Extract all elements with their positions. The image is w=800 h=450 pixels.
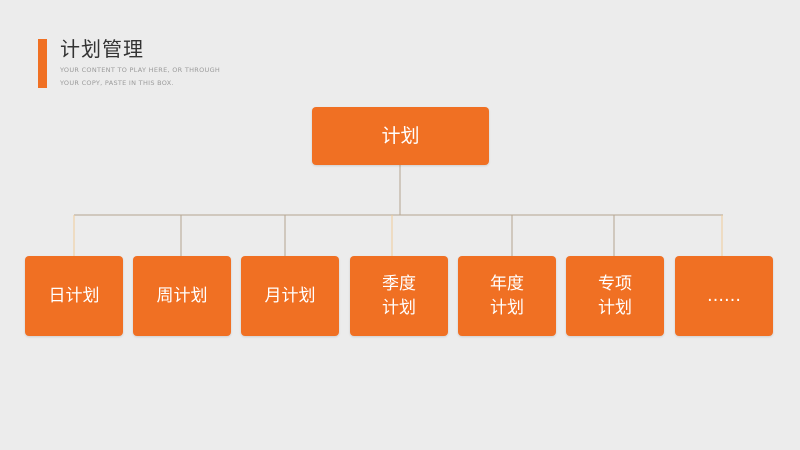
child-node-label: …… xyxy=(707,286,741,306)
child-node-special-plan[interactable]: 专项 计划 xyxy=(566,256,664,336)
child-node-label: 周计划 xyxy=(156,286,208,306)
subtitle-line-1: YOUR CONTENT TO PLAY HERE, OR THROUGH xyxy=(60,66,221,74)
child-node-label: 季度 xyxy=(382,274,416,294)
child-node-label: 计划 xyxy=(490,298,524,318)
child-node-daily-plan[interactable]: 日计划 xyxy=(25,256,123,336)
child-node-weekly-plan[interactable]: 周计划 xyxy=(133,256,231,336)
child-node-label: 计划 xyxy=(598,298,632,318)
child-node-label: 专项 xyxy=(598,274,632,294)
child-node-annual-plan[interactable]: 年度 计划 xyxy=(458,256,556,336)
child-node-label: 计划 xyxy=(382,298,416,318)
child-node-quarterly-plan[interactable]: 季度 计划 xyxy=(350,256,448,336)
page-title: 计划管理 xyxy=(60,37,144,61)
title-accent-bar xyxy=(38,39,47,88)
child-node-label: 年度 xyxy=(490,274,524,294)
subtitle-line-2: YOUR COPY, PASTE IN THIS BOX. xyxy=(60,79,174,87)
child-node-label: 月计划 xyxy=(264,286,316,306)
root-node-plan[interactable]: 计划 xyxy=(312,107,489,165)
child-node-label: 日计划 xyxy=(48,286,100,306)
root-node-label: 计划 xyxy=(381,125,420,147)
child-node-more[interactable]: …… xyxy=(675,256,773,336)
child-node-monthly-plan[interactable]: 月计划 xyxy=(241,256,339,336)
